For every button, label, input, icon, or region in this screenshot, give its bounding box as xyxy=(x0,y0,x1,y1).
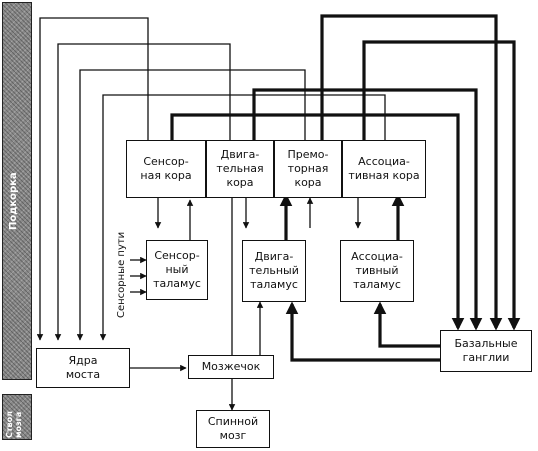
motor-cortex-label: Двига- тельная кора xyxy=(216,148,264,189)
premotor-cortex-to-basal-ganglia-arrow xyxy=(320,14,503,331)
pons-nuclei-box: Ядра моста xyxy=(36,348,130,388)
motor-cortex-box: Двига- тельная кора xyxy=(206,140,274,198)
premotor-cortex-box: Премо- торная кора xyxy=(274,140,342,198)
basal-ganglia-to-association-thalamus-arrow xyxy=(373,301,440,348)
sensory-cortex-to-pons-arrow xyxy=(36,17,149,341)
sensory-thalamus-box: Сенсор- ный таламус xyxy=(146,240,208,300)
basal-ganglia-box: Базальные ганглии xyxy=(440,330,532,372)
motor-cortex-to-pons-arrow xyxy=(54,43,231,341)
association-thalamus-box: Ассоциа- тивный таламус xyxy=(340,240,414,302)
sensory-paths-label: Сенсорные пути xyxy=(116,231,127,318)
basal-ganglia-to-motor-thalamus-arrow xyxy=(285,301,440,362)
brainstem-strip xyxy=(2,394,32,440)
motor-thalamus-label: Двига- тельный таламус xyxy=(249,250,299,291)
premotor-cortex-to-pons-arrow xyxy=(76,69,306,341)
subcortex-label: Подкорка xyxy=(8,172,19,230)
brainstem-label: Ствол мозга xyxy=(5,411,23,438)
association-thalamus-label: Ассоциа- тивный таламус xyxy=(351,250,403,291)
sensory-cortex-box: Сенсор- ная кора xyxy=(126,140,206,198)
subcortex-strip xyxy=(2,2,32,380)
cerebellum-box: Мозжечок xyxy=(188,355,274,379)
association-cortex-label: Ассоциа- тивная кора xyxy=(348,155,420,182)
sensory-cortex-to-basal-ganglia-arrow xyxy=(170,113,465,331)
association-cortex-to-pons-arrow xyxy=(99,94,386,341)
cerebellum-label: Мозжечок xyxy=(201,360,261,373)
premotor-cortex-label: Премо- торная кора xyxy=(287,148,329,189)
spinal-cord-label: Спинной мозг xyxy=(207,415,259,442)
sensory-cortex-label: Сенсор- ная кора xyxy=(140,155,192,182)
spinal-cord-box: Спинной мозг xyxy=(196,410,270,448)
sensory-thalamus-label: Сенсор- ный таламус xyxy=(153,249,201,290)
association-cortex-to-basal-ganglia-arrow xyxy=(362,40,521,331)
basal-ganglia-label: Базальные ганглии xyxy=(454,337,518,364)
association-cortex-box: Ассоциа- тивная кора xyxy=(342,140,426,198)
pons-nuclei-label: Ядра моста xyxy=(65,354,101,381)
motor-thalamus-box: Двига- тельный таламус xyxy=(242,240,306,302)
